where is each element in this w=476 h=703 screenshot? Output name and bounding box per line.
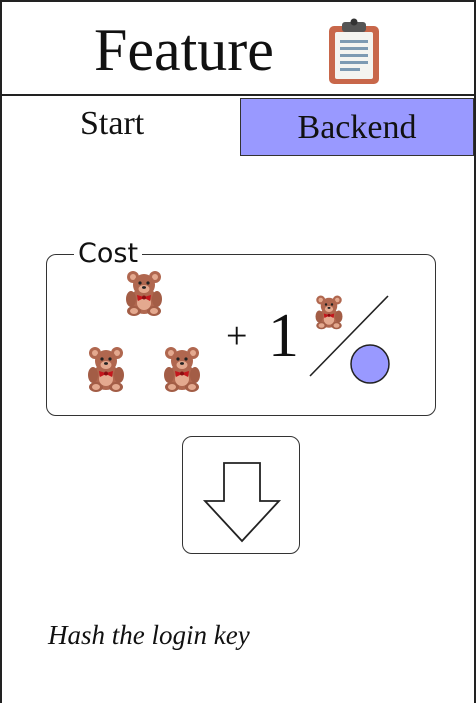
card-title: Feature [94, 17, 274, 83]
teddy-bear-icon [126, 271, 162, 316]
teddy-bear-icon [164, 347, 200, 392]
blue-disc-icon [309, 295, 390, 384]
cost-label: Cost [74, 238, 143, 270]
teddy-bear-icon [88, 347, 124, 392]
tag-start: Start [80, 105, 145, 142]
down-arrow-icon [202, 462, 282, 543]
cost-box [46, 254, 436, 416]
extra-amount: 1 [268, 302, 299, 370]
clipboard-icon [329, 18, 379, 84]
tag-backend: Backend [240, 98, 474, 156]
action-box [182, 436, 300, 554]
card-effect-text: Hash the login key [48, 620, 250, 650]
title-bar: Feature [2, 0, 474, 96]
plus-sign: + [226, 315, 248, 357]
